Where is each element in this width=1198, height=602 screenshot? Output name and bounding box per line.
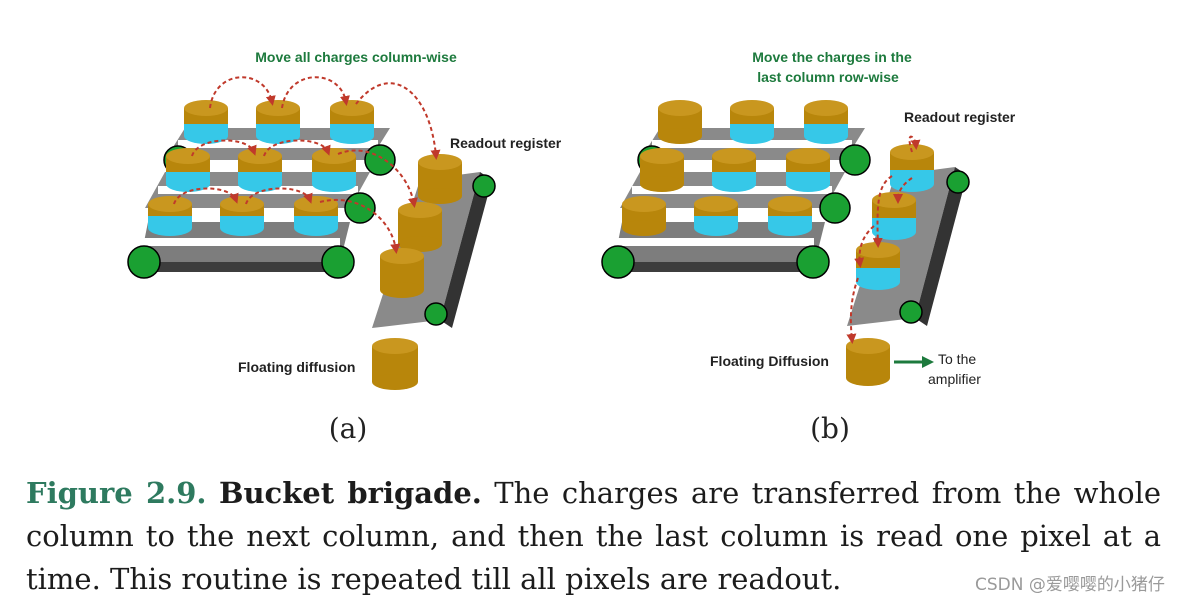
floating-diffusion-label-a: Floating diffusion [238, 359, 355, 375]
floating-diffusion-a [372, 338, 418, 390]
panel-b-title-line2: last column row-wise [757, 69, 899, 85]
watermark: CSDN @爱嘤嘤的小猪仔 [975, 575, 1165, 595]
figure-caption: Figure 2.9. Bucket brigade. The charges … [26, 472, 1161, 601]
bucket-b-r2c2 [712, 148, 756, 192]
sub-label-a: (a) [329, 412, 368, 445]
bucket-a-r2c2 [238, 148, 282, 192]
bucket-a-r2c3 [312, 148, 356, 192]
panel-b: Move the charges in the last column row-… [601, 49, 1016, 387]
readout-register-label-a: Readout register [450, 135, 562, 151]
caption-figure-number: Figure 2.9. [26, 476, 207, 510]
bucket-b-r1c2 [730, 100, 774, 144]
amplifier-label-line2: amplifier [928, 371, 981, 387]
panel-a-title: Move all charges column-wise [255, 49, 457, 65]
transfer-arrows-a [173, 76, 441, 254]
bucket-a-r1c2 [256, 100, 300, 144]
amplifier-label-line1: To the [938, 351, 976, 367]
bucket-b-r1c3 [804, 100, 848, 144]
bucket-a-r3c1 [148, 196, 192, 236]
bucket-b-r3c2 [694, 196, 738, 236]
floating-diffusion-label-b: Floating Diffusion [710, 353, 829, 369]
bucket-b-r2c1 [640, 148, 684, 192]
panel-a: Move all charges column-wise [127, 49, 562, 390]
transfer-arrows-b [846, 135, 921, 344]
panel-b-title-line1: Move the charges in the [752, 49, 912, 65]
bucket-b-r3c3 [768, 196, 812, 236]
bucket-a-r3c2 [220, 196, 264, 236]
bucket-a-r2c1 [166, 148, 210, 192]
readout-register-label-b: Readout register [904, 109, 1016, 125]
caption-text: The charges are transferred from the who… [26, 476, 1162, 596]
floating-diffusion-b [846, 338, 890, 386]
readout-register-a [372, 154, 496, 328]
caption-title: Bucket brigade. [218, 476, 482, 510]
sub-label-b: (b) [810, 412, 850, 445]
bucket-b-r3c1 [622, 196, 666, 236]
bucket-a-r3c3 [294, 196, 338, 236]
bucket-brigade-figure: Move all charges column-wise [127, 49, 1016, 445]
bucket-a-r1c3 [330, 100, 374, 144]
bucket-a-r1c1 [184, 100, 228, 144]
bucket-b-r2c3 [786, 148, 830, 192]
bucket-b-r1c1 [658, 100, 702, 144]
